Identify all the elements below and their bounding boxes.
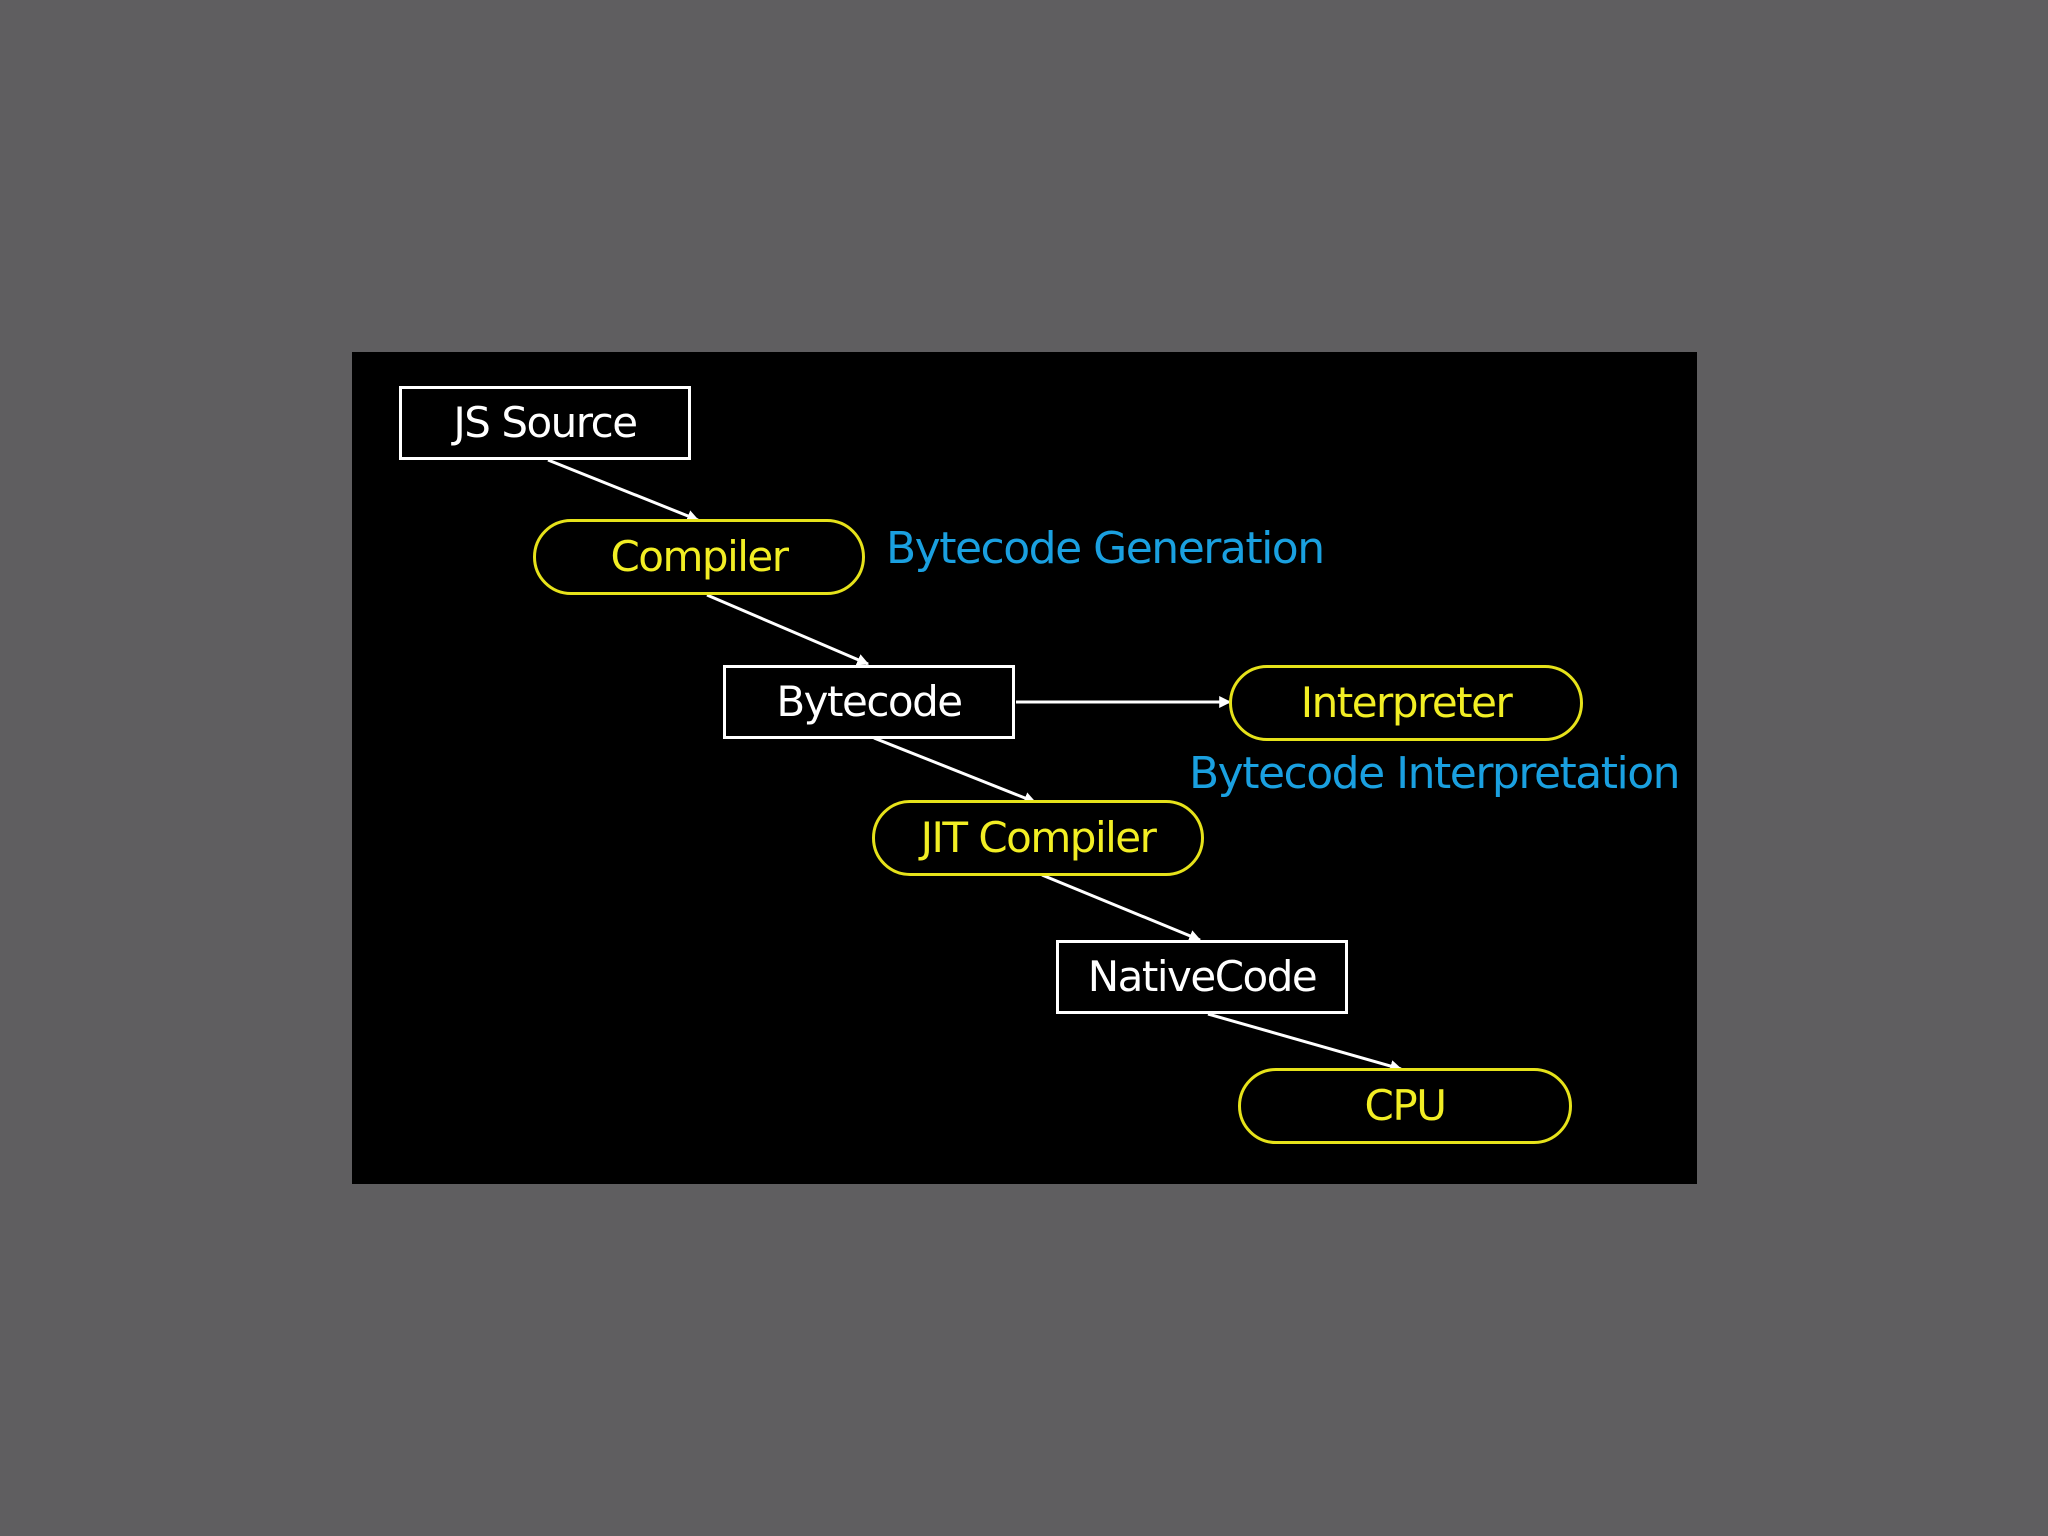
node-jit-compiler-label: JIT Compiler (920, 813, 1157, 862)
node-compiler: Compiler (533, 519, 865, 595)
arrow-jit-compiler-to-native-code (1041, 873, 1202, 942)
node-compiler-label: Compiler (610, 532, 789, 581)
note-bytecode-generation: Bytecode Generation (886, 523, 1325, 574)
arrow-js-source-to-compiler (547, 458, 700, 522)
node-interpreter: Interpreter (1229, 665, 1583, 741)
node-native-code-label: NativeCode (1087, 952, 1318, 1001)
node-bytecode-label: Bytecode (776, 677, 963, 726)
node-jit-compiler: JIT Compiler (872, 800, 1204, 876)
node-interpreter-label: Interpreter (1300, 678, 1513, 727)
note-bytecode-interpretation: Bytecode Interpretation (1189, 748, 1681, 799)
node-js-source: JS Source (399, 386, 691, 460)
node-cpu-label: CPU (1364, 1081, 1447, 1130)
arrow-native-code-to-cpu (1207, 1012, 1403, 1072)
arrow-compiler-to-bytecode (706, 593, 870, 666)
diagram-slide: JS Source Compiler Bytecode Generation B… (352, 352, 1697, 1184)
node-cpu: CPU (1238, 1068, 1572, 1144)
arrow-layer (547, 458, 1403, 1072)
node-bytecode: Bytecode (723, 665, 1015, 739)
node-native-code: NativeCode (1056, 940, 1348, 1014)
node-js-source-label: JS Source (453, 398, 638, 447)
arrow-bytecode-to-jit-compiler (873, 736, 1037, 804)
